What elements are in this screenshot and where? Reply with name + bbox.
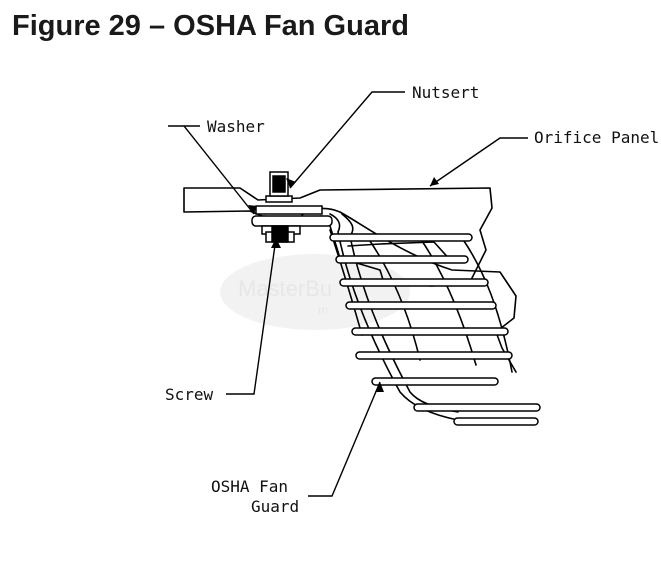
fan-guard-rods <box>329 233 541 426</box>
nutsert-label: Nutsert <box>412 83 479 102</box>
nutsert-leader <box>289 91 405 189</box>
orifice-panel-label: Orifice Panel <box>534 128 659 147</box>
figure-title: Figure 29 – OSHA Fan Guard <box>12 10 409 42</box>
watermark: MasterBu m <box>220 254 410 330</box>
orifice-panel-leader <box>429 137 528 187</box>
watermark-line2: m <box>318 303 328 317</box>
osha-guard-leader <box>308 381 381 497</box>
washer-label: Washer <box>207 117 265 136</box>
screw-label: Screw <box>165 385 214 404</box>
watermark-line1: MasterBu <box>238 276 332 301</box>
osha-guard-label-line1: OSHA Fan <box>211 477 288 496</box>
screw-leader <box>226 237 277 395</box>
osha-guard-label-line2: Guard <box>251 497 299 516</box>
orifice-panel-inner <box>347 241 453 263</box>
fan-guard-ring-inner <box>341 213 459 413</box>
bolt-assembly <box>251 171 333 243</box>
